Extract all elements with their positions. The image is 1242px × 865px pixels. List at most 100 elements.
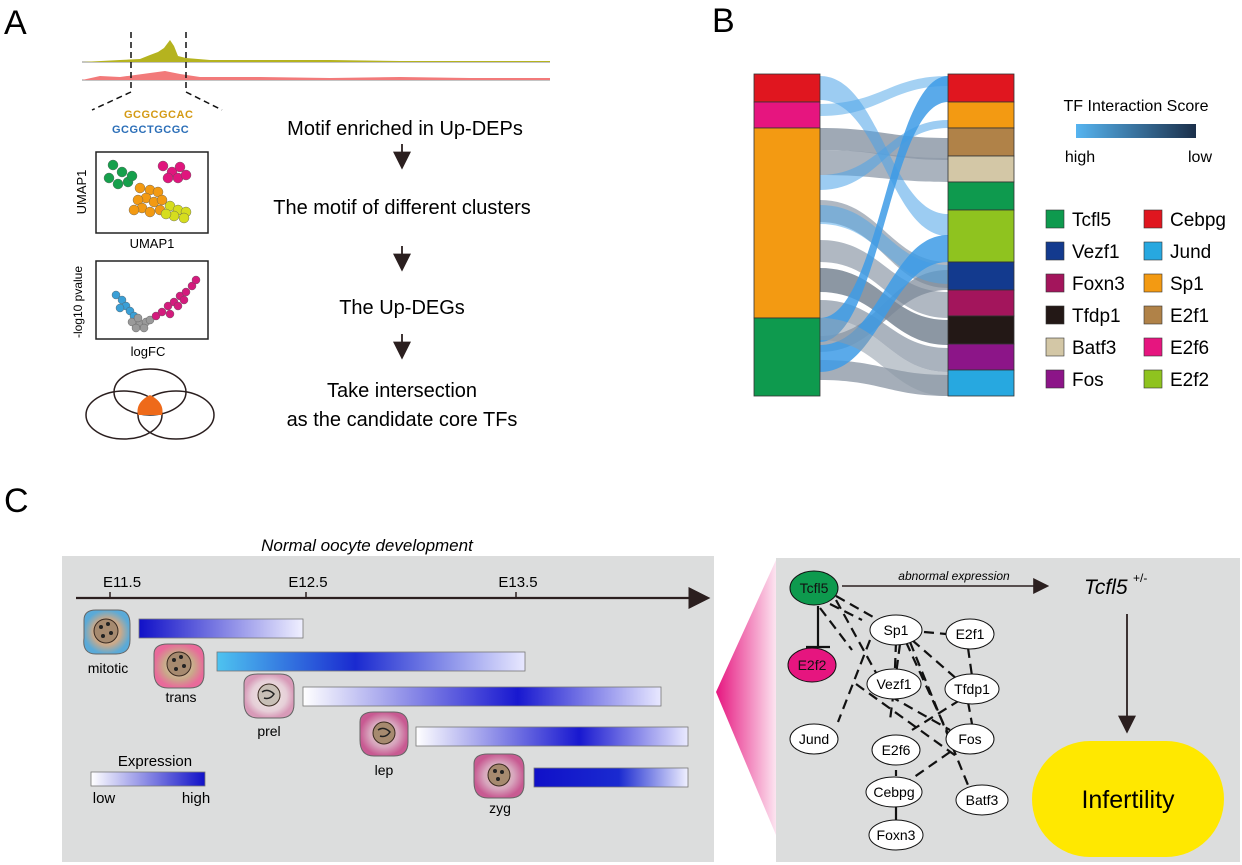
- expression-bar-prel: [302, 686, 662, 707]
- umap-dot: [107, 159, 119, 171]
- score-title: TF Interaction Score: [1064, 98, 1209, 115]
- expression-bar-zyg: [533, 767, 689, 788]
- abnormal-expression-label: abnormal expression: [898, 569, 1010, 583]
- cell-trans: trans: [153, 643, 205, 705]
- umap-dot: [112, 178, 124, 190]
- legend-label-e2f6: E2f6: [1170, 338, 1209, 359]
- node-tcfl5: Tcfl5: [789, 570, 839, 606]
- tick-e12-5: E12.5: [288, 574, 327, 591]
- legend-label-tfdp1: Tfdp1: [1072, 306, 1121, 327]
- step-1: Motif enriched in Up-DEPs: [287, 118, 523, 140]
- stage-label-zyg: zyg: [489, 800, 511, 816]
- svg-text:Batf3: Batf3: [966, 792, 999, 808]
- legend-label-vezf1: Vezf1: [1072, 242, 1120, 263]
- node-sp1: Sp1: [869, 614, 923, 646]
- umap-ylabel: UMAP1: [74, 170, 89, 215]
- volcano-dot: [157, 307, 167, 317]
- tf-network-edges: [819, 595, 974, 791]
- expression-bar-mitotic: [138, 618, 304, 639]
- node-e2f6: E2f6: [871, 734, 921, 766]
- node-fos: Fos: [945, 723, 995, 755]
- step-2: The motif of different clusters: [273, 197, 531, 219]
- svg-text:Cebpg: Cebpg: [873, 784, 914, 800]
- umap-dot: [180, 169, 192, 181]
- legend-swatch-vezf1: [1045, 241, 1065, 261]
- volcano-dot: [179, 295, 189, 305]
- legend-swatch-jund: [1143, 241, 1163, 261]
- volcano-dot: [181, 287, 191, 297]
- legend-swatch-cebpg: [1143, 209, 1163, 229]
- score-right-label: low: [1188, 149, 1212, 166]
- tick-e13-5: E13.5: [498, 574, 537, 591]
- umap-dot: [103, 172, 115, 184]
- volcano-xlabel: logFC: [131, 344, 166, 359]
- svg-text:E2f2: E2f2: [798, 657, 827, 673]
- tf-network-solid-edges: [806, 606, 898, 820]
- step-4a: Take intersection: [327, 380, 477, 402]
- node-e2f1: E2f1: [945, 618, 995, 650]
- volcano-dot: [151, 311, 161, 321]
- legend-label-e2f1: E2f1: [1170, 306, 1209, 327]
- step-3: The Up-DEGs: [339, 297, 465, 319]
- umap-dot: [157, 160, 169, 172]
- expression-low: low: [93, 790, 116, 807]
- step-4b: as the candidate core TFs: [287, 409, 518, 431]
- umap-dot: [174, 161, 186, 173]
- legend-label-jund: Jund: [1170, 242, 1211, 263]
- expression-high: high: [182, 790, 210, 807]
- zoom-funnel: [716, 560, 776, 835]
- legend-label-tcfl5: Tcfl5: [1072, 210, 1111, 231]
- umap-dot: [116, 166, 128, 178]
- node-e2f2: E2f2: [787, 647, 837, 683]
- legend-swatch-batf3: [1045, 337, 1065, 357]
- volcano-dot: [133, 313, 143, 323]
- volcano-ylabel: -log10 pvalue: [71, 266, 85, 338]
- node-batf3: Batf3: [955, 784, 1009, 816]
- legend-swatch-sp1: [1143, 273, 1163, 293]
- volcano-dot: [145, 315, 155, 325]
- stage-label-trans: trans: [165, 689, 196, 705]
- legend-label-batf3: Batf3: [1072, 338, 1116, 359]
- workflow-steps: Motif enriched in Up-DEPs The motif of d…: [273, 118, 531, 431]
- expression-bar-lep: [415, 726, 689, 747]
- umap-dot: [160, 208, 172, 220]
- panel-a-letter: A: [4, 4, 27, 42]
- node-foxn3: Foxn3: [868, 819, 924, 851]
- node-cebpg: Cebpg: [865, 776, 923, 808]
- volcano-dot: [131, 323, 141, 333]
- cell-lep: lep: [359, 711, 409, 778]
- umap-dot: [126, 170, 138, 182]
- abnormal-expression-arrow: abnormal expression: [842, 569, 1050, 594]
- legend-swatch-foxn3: [1045, 273, 1065, 293]
- timeline-title: Normal oocyte development: [261, 536, 474, 555]
- volcano-dot: [173, 301, 183, 311]
- svg-text:E2f1: E2f1: [956, 626, 985, 642]
- volcano-dot: [115, 303, 125, 313]
- umap-dot: [156, 194, 168, 206]
- motif-line-2: GCGCTGCGC: [112, 124, 189, 136]
- svg-text:Tcfl5: Tcfl5: [800, 580, 829, 596]
- tick-e11-5: E11.5: [103, 574, 141, 591]
- cell-prel: prel: [243, 673, 295, 739]
- volcano-plot: logFC -log10 pvalue: [71, 260, 209, 359]
- infertility-node: Infertility: [1032, 741, 1224, 857]
- score-left-label: high: [1065, 149, 1095, 166]
- volcano-dot: [163, 301, 173, 311]
- legend-label-cebpg: Cebpg: [1170, 210, 1226, 231]
- node-vezf1: Vezf1: [866, 668, 922, 700]
- umap-dot: [178, 212, 190, 224]
- svg-text:Tfdp1: Tfdp1: [954, 681, 990, 697]
- mutant-genotype: +/-: [1133, 571, 1147, 585]
- svg-text:Foxn3: Foxn3: [877, 827, 916, 843]
- umap-dot: [162, 172, 174, 184]
- stage-bars: [138, 618, 689, 788]
- legend-swatch-e2f1: [1143, 305, 1163, 325]
- node-tfdp1: Tfdp1: [944, 673, 1000, 705]
- svg-text:Vezf1: Vezf1: [876, 676, 911, 692]
- node-jund: Jund: [789, 723, 839, 755]
- panel-c-letter: C: [4, 482, 29, 520]
- umap-dot: [134, 182, 146, 194]
- timeline-panel: [62, 556, 714, 862]
